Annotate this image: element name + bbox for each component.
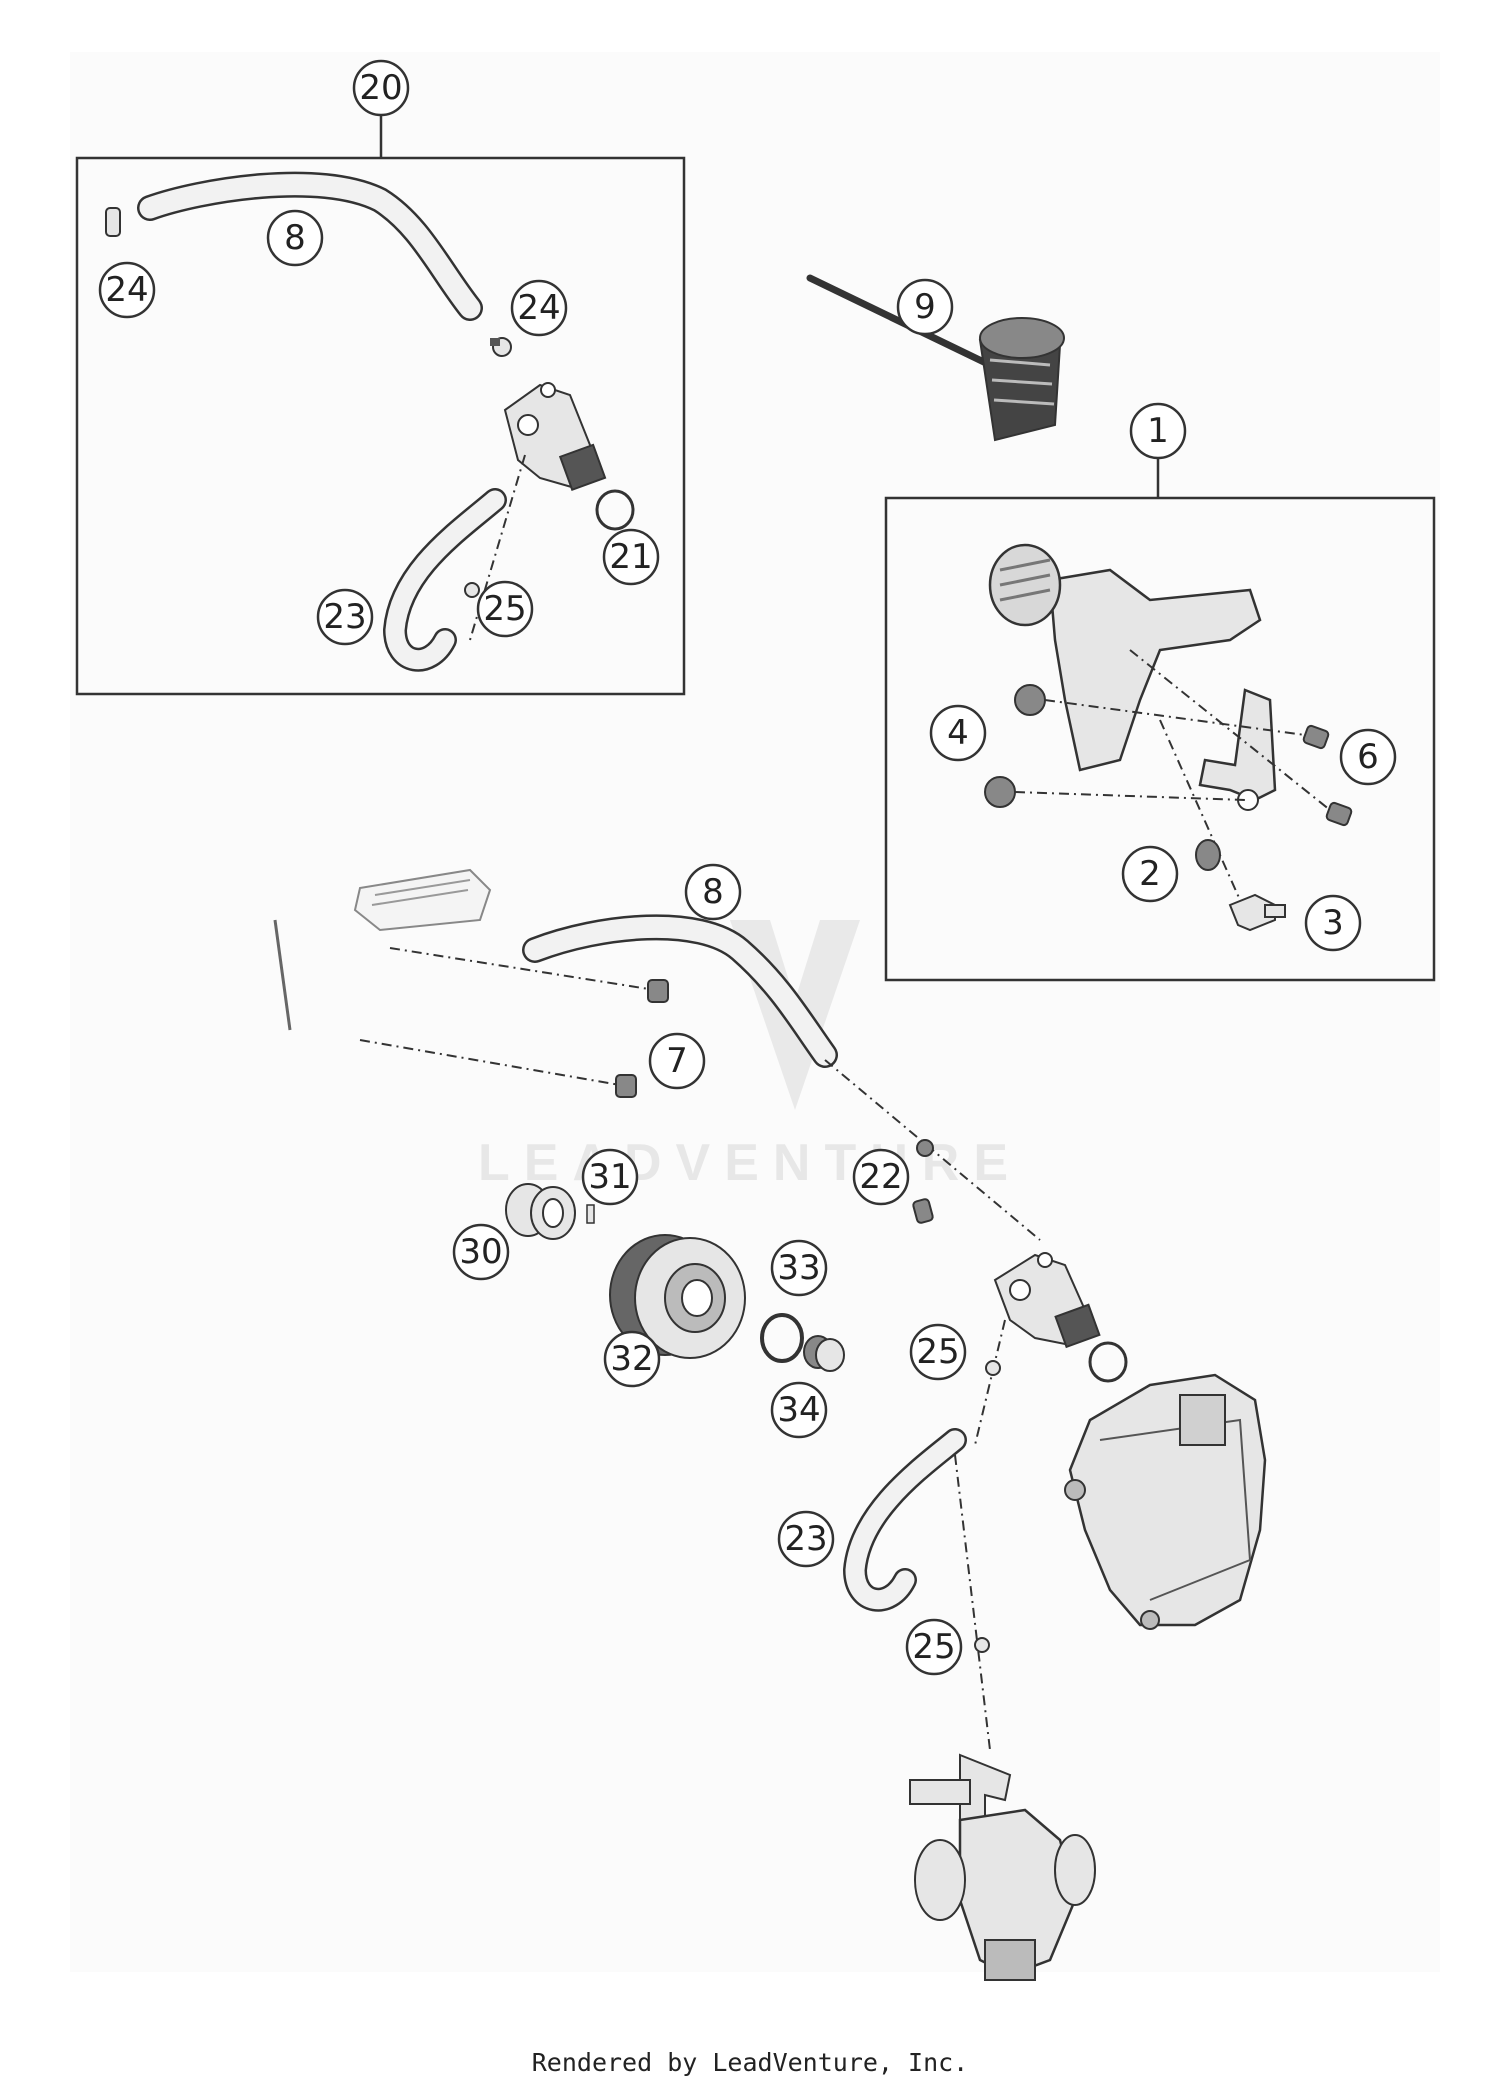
callout-22-label: 22 bbox=[859, 1157, 902, 1197]
callout-7-label: 7 bbox=[666, 1041, 688, 1081]
callout-32-label: 32 bbox=[610, 1339, 653, 1379]
dash-line-bolt-a bbox=[389, 947, 656, 991]
callout-3-label: 3 bbox=[1322, 903, 1344, 943]
diagram-background bbox=[70, 52, 1440, 1972]
callout-2-label: 2 bbox=[1139, 854, 1161, 894]
callout-23-main-label: 23 bbox=[784, 1519, 827, 1559]
dash-line-hose-carb bbox=[954, 1454, 991, 1751]
rubber-bushing-lower bbox=[984, 776, 1016, 808]
hose-clip-left bbox=[105, 207, 121, 237]
bolt-upper bbox=[647, 979, 669, 1003]
callout-24-left[interactable]: 24 bbox=[98, 261, 156, 319]
callout-25-upper[interactable]: 25 bbox=[476, 580, 534, 638]
fuel-hose-main bbox=[522, 914, 838, 1068]
callout-31[interactable]: 31 bbox=[581, 1148, 639, 1206]
footer-credit: Rendered by LeadVenture, Inc. bbox=[531, 2048, 969, 2077]
callout-24-right[interactable]: 24 bbox=[510, 279, 568, 337]
fuel-tap-upper bbox=[503, 382, 607, 492]
callout-33-label: 33 bbox=[777, 1248, 820, 1288]
callout-7[interactable]: 7 bbox=[648, 1032, 706, 1090]
callout-25-lower[interactable]: 25 bbox=[905, 1618, 963, 1676]
o-ring-main bbox=[1088, 1341, 1128, 1383]
tank-grommet bbox=[1195, 839, 1221, 871]
callout-9-label: 9 bbox=[914, 287, 936, 327]
fuel-tank bbox=[988, 543, 1262, 772]
callout-9[interactable]: 9 bbox=[896, 278, 954, 336]
hose-clamp-low bbox=[974, 1637, 990, 1653]
callout-24-left-label: 24 bbox=[105, 270, 148, 310]
callout-25-mid[interactable]: 25 bbox=[909, 1323, 967, 1381]
dash-line-g1-b bbox=[1014, 791, 1246, 801]
group-box-1 bbox=[884, 496, 1436, 982]
callout-6[interactable]: 6 bbox=[1339, 728, 1397, 786]
callout-33[interactable]: 33 bbox=[770, 1239, 828, 1297]
callout-34[interactable]: 34 bbox=[770, 1381, 828, 1439]
callout-8-main-label: 8 bbox=[702, 872, 724, 912]
callout-20[interactable]: 20 bbox=[352, 59, 410, 117]
carburetor bbox=[909, 1753, 1096, 1981]
fuel-hose-upper bbox=[137, 171, 483, 321]
small-screw-a bbox=[916, 1139, 934, 1157]
callout-8-upper-label: 8 bbox=[284, 218, 306, 258]
dash-line-g1-c bbox=[1129, 649, 1331, 811]
callout-32[interactable]: 32 bbox=[603, 1330, 661, 1388]
circlip-33 bbox=[760, 1313, 804, 1363]
callout-8-main[interactable]: 8 bbox=[684, 863, 742, 921]
callout-4[interactable]: 4 bbox=[929, 704, 987, 762]
watermark-text: LEADVENTURE bbox=[478, 1134, 1022, 1192]
callout-4-label: 4 bbox=[947, 713, 969, 753]
spacer-30 bbox=[505, 1183, 576, 1240]
frame-section bbox=[273, 868, 492, 1031]
callout-25-mid-label: 25 bbox=[916, 1332, 959, 1372]
hose-clamp-upper bbox=[464, 582, 480, 598]
bushing-34 bbox=[803, 1335, 845, 1372]
callout-31-label: 31 bbox=[588, 1157, 631, 1197]
callout-22[interactable]: 22 bbox=[852, 1148, 910, 1206]
bolt-lower bbox=[615, 1074, 637, 1098]
callout-34-label: 34 bbox=[777, 1390, 820, 1430]
callout-2[interactable]: 2 bbox=[1121, 845, 1179, 903]
o-ring-upper bbox=[595, 489, 635, 531]
hose-clamp-mid bbox=[985, 1360, 1001, 1376]
callout-23-main[interactable]: 23 bbox=[777, 1510, 835, 1568]
callout-21-label: 21 bbox=[609, 537, 652, 577]
engine-cover bbox=[1064, 1373, 1267, 1630]
callout-20-label: 20 bbox=[359, 68, 402, 108]
pin-31 bbox=[586, 1204, 595, 1224]
fuel-hose-loop-main bbox=[842, 1428, 967, 1612]
fuel-hose-loop-upper bbox=[382, 488, 507, 672]
gear-32 bbox=[609, 1234, 746, 1359]
screw-upper bbox=[1302, 724, 1330, 750]
vent-rod bbox=[806, 274, 994, 369]
callout-25-lower-label: 25 bbox=[912, 1627, 955, 1667]
callout-30[interactable]: 30 bbox=[452, 1223, 510, 1281]
small-screw-b bbox=[912, 1198, 934, 1224]
screw-lower bbox=[1325, 801, 1353, 827]
callout-30-label: 30 bbox=[459, 1232, 502, 1272]
callout-23-upper[interactable]: 23 bbox=[316, 588, 374, 646]
hose-clip-right bbox=[490, 337, 512, 357]
tank-elbow-fitting bbox=[1228, 893, 1286, 932]
callout-23-upper-label: 23 bbox=[323, 597, 366, 637]
callout-21[interactable]: 21 bbox=[602, 528, 660, 586]
fuel-tap-main bbox=[993, 1252, 1101, 1349]
callout-24-right-label: 24 bbox=[517, 288, 560, 328]
callout-8-upper[interactable]: 8 bbox=[266, 209, 324, 267]
callout-1[interactable]: 1 bbox=[1129, 402, 1187, 460]
fuel-filter bbox=[978, 317, 1065, 442]
callout-25-upper-label: 25 bbox=[483, 589, 526, 629]
callout-6-label: 6 bbox=[1357, 737, 1379, 777]
rubber-bushing-upper bbox=[1014, 684, 1046, 716]
callout-1-label: 1 bbox=[1147, 411, 1169, 451]
callout-3[interactable]: 3 bbox=[1304, 894, 1362, 952]
